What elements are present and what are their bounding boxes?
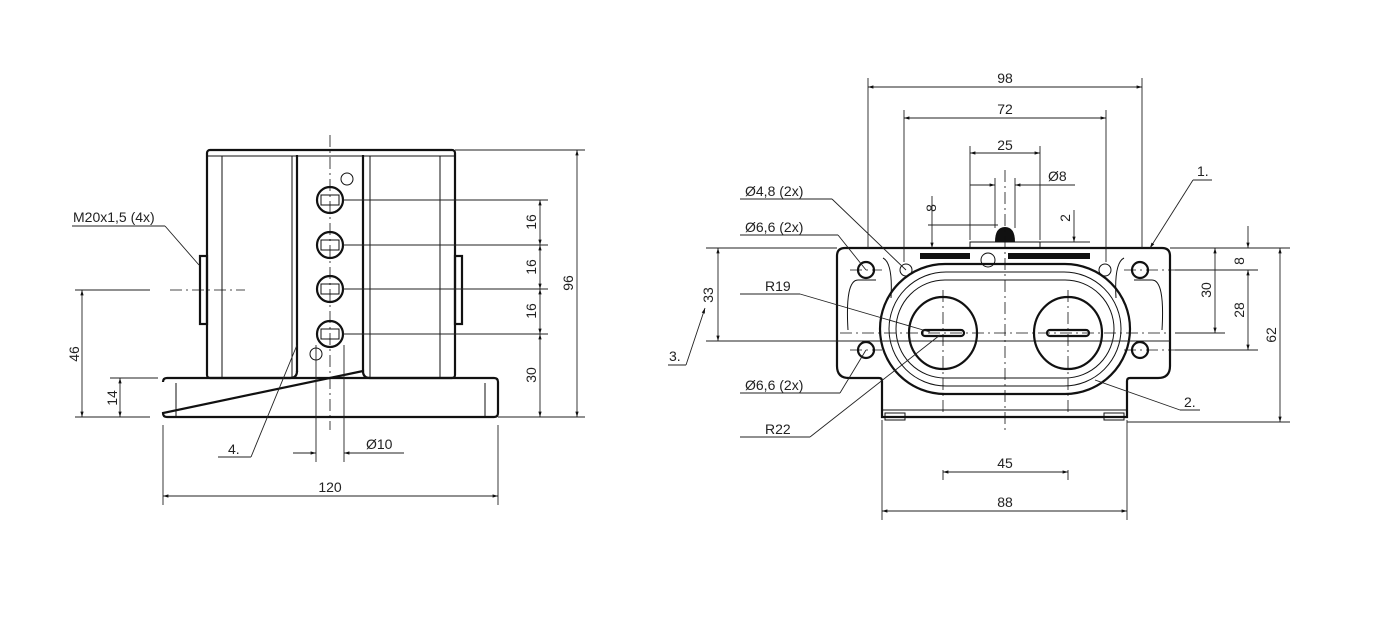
callout-3: 3. [669,348,681,364]
slot-right [1008,253,1090,259]
actuator-knob [995,227,1015,242]
mounting-hole-top [340,172,354,186]
dim-8-top: 8 [923,204,939,212]
dim-46: 46 [66,346,82,362]
dim-98: 98 [997,70,1013,86]
dim-d8: Ø8 [1048,168,1067,184]
dim-25: 25 [997,137,1013,153]
front-view-outline [835,170,1172,430]
dim-88: 88 [997,494,1013,510]
dim-30: 30 [523,367,539,383]
dim-72: 72 [997,101,1013,117]
contact-circles [907,295,1104,371]
thread-label: M20x1,5 (4x) [73,209,155,225]
cable-glands [309,172,354,361]
dim-16-a: 16 [523,214,539,230]
hole-d66-bottom-label: Ø6,6 (2x) [745,377,803,393]
dim-16-b: 16 [523,259,539,275]
dim-d10: Ø10 [366,436,393,452]
mounting-holes [850,260,1175,360]
hole-d48-label: Ø4,8 (2x) [745,183,803,199]
hole-d66-top-label: Ø6,6 (2x) [745,219,803,235]
dim-62: 62 [1263,327,1279,343]
dim-30-right: 30 [1198,282,1214,298]
dim-16-c: 16 [523,303,539,319]
dim-33: 33 [700,287,716,303]
side-view: 96 16 16 16 30 46 14 120 [66,135,585,505]
slot-left [920,253,970,259]
radius-r19: R19 [765,278,791,294]
front-view: 98 72 25 Ø8 8 2 Ø4,8 (2x) Ø6,6 [668,70,1290,520]
dim-8-right: 8 [1231,257,1247,265]
side-dimensions: 96 16 16 16 30 46 14 120 [66,149,585,505]
front-dimensions: 98 72 25 Ø8 8 2 Ø4,8 (2x) Ø6,6 [668,70,1290,520]
dim-120: 120 [318,479,342,495]
dim-96: 96 [560,275,576,291]
callout-4: 4. [228,441,240,457]
dim-45: 45 [997,455,1013,471]
radius-r22: R22 [765,421,791,437]
side-view-outline [161,135,500,430]
dim-2-top: 2 [1057,214,1073,222]
dim-28: 28 [1231,302,1247,318]
callout-2: 2. [1184,394,1196,410]
dim-14: 14 [104,390,120,406]
callout-1: 1. [1197,163,1209,179]
